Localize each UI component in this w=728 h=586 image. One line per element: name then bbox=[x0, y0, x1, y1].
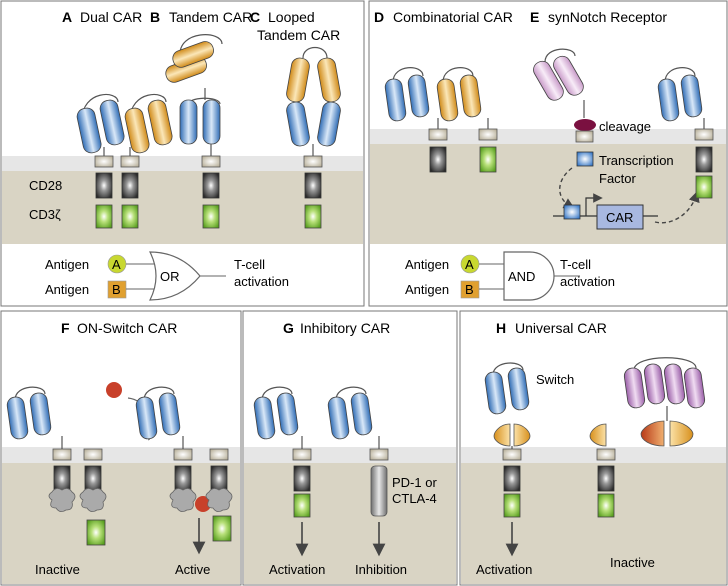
car-a2-orange bbox=[124, 94, 173, 156]
synnotch-receptor bbox=[533, 48, 596, 167]
cytoplasm-f bbox=[2, 463, 240, 584]
signal-stack-a1 bbox=[94, 155, 114, 229]
car-a1-blue bbox=[76, 94, 125, 156]
cd28-label: CD28 bbox=[29, 178, 62, 193]
h-activation-label: Activation bbox=[476, 562, 532, 577]
panel-a-letter: A bbox=[62, 9, 72, 25]
or-antigen2-label: Antigen bbox=[45, 282, 89, 297]
or-output-2: activation bbox=[234, 274, 289, 289]
panel-a-title: Dual CAR bbox=[80, 9, 142, 25]
panel-e-title: synNotch Receptor bbox=[548, 9, 667, 25]
panel-e-letter: E bbox=[530, 9, 539, 25]
car-h-unbound bbox=[589, 423, 616, 518]
h-inactive-label: Inactive bbox=[610, 555, 655, 570]
cleavage-site bbox=[574, 119, 596, 131]
cleavage-label: cleavage bbox=[599, 119, 651, 134]
panel-d-letter: D bbox=[374, 9, 384, 25]
signal-stack-a2 bbox=[120, 155, 140, 229]
car-h-switch bbox=[484, 362, 531, 557]
car-gene-label: CAR bbox=[606, 210, 633, 225]
panel-f-title: ON-Switch CAR bbox=[77, 320, 177, 336]
panel-c-title-1: Looped bbox=[268, 9, 315, 25]
pd1-label-2: CTLA-4 bbox=[392, 491, 437, 506]
cytoplasm-de bbox=[370, 144, 726, 244]
car-d1-blue bbox=[384, 67, 448, 173]
switch-molecule bbox=[106, 382, 122, 398]
car-g-inhibitory bbox=[327, 386, 389, 557]
panel-f-letter: F bbox=[61, 320, 70, 336]
cd3z-label: CD3ζ bbox=[29, 207, 61, 222]
and-antigen1-label: Antigen bbox=[405, 257, 449, 272]
g-activation-label: Activation bbox=[269, 562, 325, 577]
car-e-expressed bbox=[657, 67, 714, 199]
and-gate bbox=[503, 251, 555, 301]
switch-adapter-purple bbox=[623, 357, 706, 447]
f-active-label: Active bbox=[175, 562, 210, 577]
panel-b-title: Tandem CAR bbox=[169, 9, 252, 25]
or-gate-label: OR bbox=[160, 269, 180, 284]
panel-b-letter: B bbox=[150, 9, 160, 25]
car-d2-orange bbox=[436, 67, 498, 173]
or-output-1: T-cell bbox=[234, 257, 265, 272]
switch-label: Switch bbox=[536, 372, 574, 387]
panel-d-title: Combinatorial CAR bbox=[393, 9, 513, 25]
or-gate bbox=[149, 251, 201, 301]
and-b-letter: B bbox=[465, 282, 474, 297]
car-gene: CAR bbox=[553, 193, 658, 230]
and-gate-label: AND bbox=[508, 269, 535, 284]
panel-h-title: Universal CAR bbox=[515, 320, 607, 336]
tf-arrow bbox=[559, 167, 575, 209]
and-antigen2-label: Antigen bbox=[405, 282, 449, 297]
f-inactive-label: Inactive bbox=[35, 562, 80, 577]
and-a-letter: A bbox=[465, 257, 474, 272]
pd1-label-1: PD-1 or bbox=[392, 475, 437, 490]
car-c-looped bbox=[286, 46, 341, 229]
panel-g-title: Inhibitory CAR bbox=[300, 320, 390, 336]
g-inhibition-label: Inhibition bbox=[355, 562, 407, 577]
panel-g-letter: G bbox=[283, 320, 294, 336]
membrane-abc bbox=[2, 156, 363, 171]
or-antigen1-label: Antigen bbox=[45, 257, 89, 272]
panel-h-letter: H bbox=[496, 320, 506, 336]
tf-label-2: Factor bbox=[599, 171, 637, 186]
membrane-f bbox=[2, 447, 240, 463]
car-b-tandem bbox=[165, 34, 223, 229]
transcription-factor bbox=[576, 151, 594, 167]
membrane-de bbox=[370, 129, 726, 144]
and-output-1: T-cell bbox=[560, 257, 591, 272]
panel-c-letter: C bbox=[250, 9, 260, 25]
car-f-split-left bbox=[6, 386, 107, 546]
tf-label-1: Transcription bbox=[599, 153, 674, 168]
cytoplasm-g bbox=[244, 463, 456, 584]
pd1-ctla4-domain bbox=[370, 465, 388, 517]
cytoplasm-abc bbox=[2, 171, 363, 244]
car-f-split-right bbox=[135, 386, 233, 542]
and-output-2: activation bbox=[560, 274, 615, 289]
membrane-h bbox=[461, 447, 726, 463]
panel-c-title-2: Tandem CAR bbox=[257, 27, 340, 43]
car-g-activating bbox=[253, 386, 312, 557]
or-b-letter: B bbox=[112, 282, 121, 297]
membrane-g bbox=[244, 447, 456, 463]
or-a-letter: A bbox=[112, 257, 121, 272]
